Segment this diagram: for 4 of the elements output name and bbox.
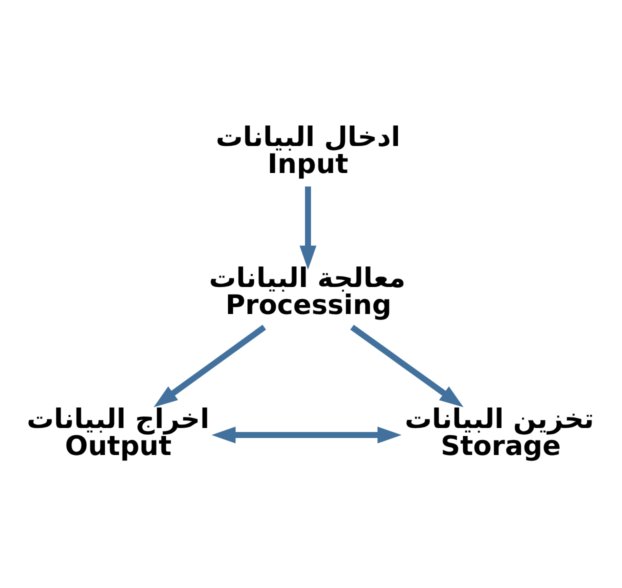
arrow — [350, 324, 464, 408]
arrow — [300, 186, 316, 270]
arrow — [212, 426, 402, 444]
arrow — [154, 324, 266, 408]
